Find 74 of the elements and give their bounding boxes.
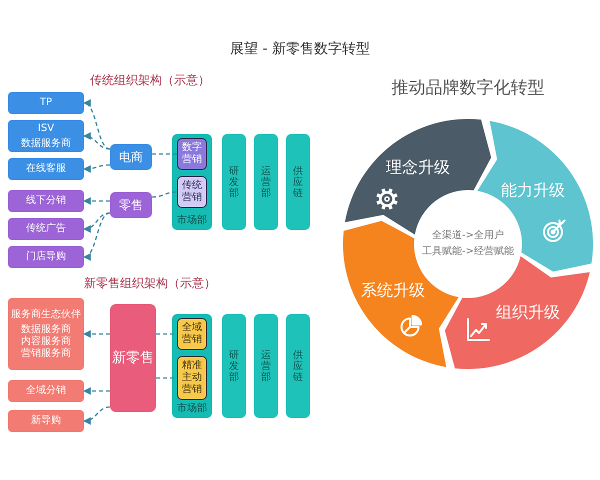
channel-box — [8, 298, 84, 370]
business-unit-box — [110, 304, 156, 412]
channel-label: ISV — [38, 122, 54, 134]
channel-label: 全域分销 — [26, 385, 66, 397]
channel-label: 传统广告 — [26, 223, 66, 235]
department-label: 研发部 — [229, 166, 239, 198]
department-column — [254, 134, 278, 230]
team-label: 传统营销 — [182, 180, 202, 204]
dashed-arrow — [83, 406, 110, 424]
department-panel — [172, 134, 212, 230]
section-title: 传统组织架构（示意） — [90, 72, 210, 88]
channel-box — [8, 246, 84, 268]
department-column — [254, 314, 278, 418]
chart-title: 推动品牌数字化转型 — [392, 78, 544, 98]
dashed-connector — [156, 377, 177, 379]
department-label: 供应链 — [293, 350, 303, 382]
channel-box — [8, 120, 84, 152]
channel-label: 服务商生态伙伴 — [11, 308, 81, 320]
channel-box — [8, 218, 84, 240]
department-label: 运营部 — [261, 166, 271, 198]
section-title: 新零售组织架构（示意） — [84, 276, 216, 290]
channel-label: 数据服务商 — [21, 138, 71, 150]
team-box — [177, 356, 207, 400]
channel-label: 数据服务商内容服务商营销服务商 — [21, 324, 71, 360]
channel-label: 门店导购 — [26, 251, 66, 263]
team-box — [177, 176, 207, 208]
stage-label: 理念升级 — [386, 157, 450, 177]
stage-label: 能力升级 — [501, 180, 565, 200]
channel-label: TP — [40, 97, 52, 109]
cycle-arrow-segment — [444, 256, 590, 369]
diagram-title: 展望 - 新零售数字转型 — [230, 40, 370, 58]
dashed-arrow — [83, 387, 110, 395]
business-unit-box — [110, 192, 152, 218]
dashed-arrow — [83, 197, 110, 205]
dashed-arrow — [83, 101, 110, 150]
team-box — [177, 318, 207, 350]
dashed-connector — [152, 191, 178, 198]
department-column — [222, 314, 246, 418]
department-label: 供应链 — [293, 166, 303, 198]
channel-box — [8, 380, 84, 402]
channel-label: 在线客服 — [26, 163, 66, 175]
channel-label: 新导购 — [31, 415, 61, 427]
unit-label: 零售 — [119, 198, 143, 212]
center-text: 工具赋能->经营赋能 — [422, 246, 514, 258]
dashed-arrow — [83, 132, 110, 150]
department-panel — [172, 314, 212, 418]
center-text: 全渠道->全用户 — [432, 230, 504, 242]
department-column — [222, 134, 246, 230]
business-unit-box — [110, 144, 152, 170]
unit-label: 新零售 — [112, 350, 154, 366]
stage-label: 系统升级 — [361, 280, 425, 300]
dashed-arrow — [83, 212, 110, 232]
team-label: 数字营销 — [182, 142, 202, 166]
team-box — [177, 138, 207, 170]
department-label: 运营部 — [261, 350, 271, 382]
department-label: 市场部 — [177, 215, 207, 227]
dashed-arrow — [83, 164, 110, 173]
channel-box — [8, 158, 84, 180]
channel-box — [8, 92, 84, 114]
department-label: 市场部 — [177, 403, 207, 415]
team-label: 全域营销 — [182, 322, 202, 346]
dashed-arrow — [83, 212, 110, 259]
dashed-connector — [156, 333, 177, 335]
dashed-arrow — [83, 330, 110, 338]
department-label: 研发部 — [229, 350, 239, 382]
department-column — [286, 134, 310, 230]
channel-box — [8, 190, 84, 212]
channel-label: 线下分销 — [26, 195, 66, 207]
unit-label: 电商 — [119, 150, 143, 164]
department-column — [286, 314, 310, 418]
team-label: 精准主动营销 — [182, 360, 202, 396]
dashed-connector — [152, 153, 177, 155]
channel-box — [8, 410, 84, 432]
stage-label: 组织升级 — [496, 302, 560, 322]
